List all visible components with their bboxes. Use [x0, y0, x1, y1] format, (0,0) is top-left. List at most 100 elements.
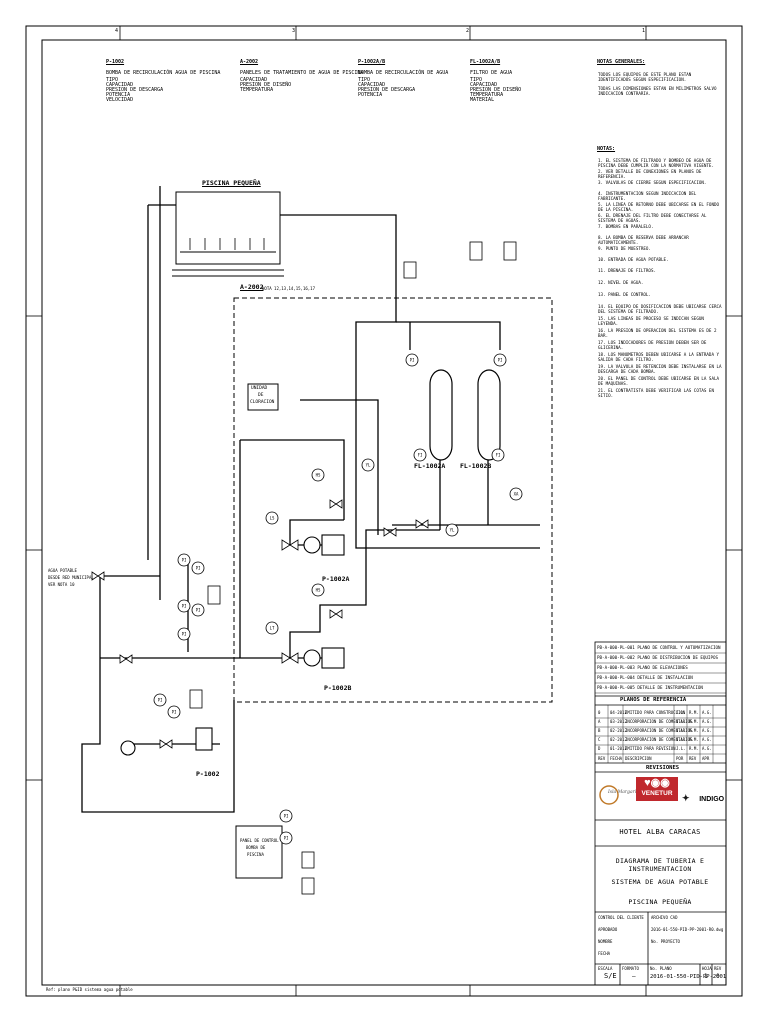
revision-cell: A.G. [702, 737, 712, 742]
border-col-3: 3 [292, 28, 296, 34]
inlet-label-1: AGUA POTABLE [48, 568, 77, 573]
ref-drawing-row: PB-A-000-PL-002 PLANO DE DISTRIBUCION DE… [597, 655, 719, 660]
panel-l1: PANEL DE CONTROL [240, 838, 279, 843]
note-item: 10. ENTRADA DE AGUA POTABLE. [598, 257, 669, 262]
title-block-frame [594, 641, 727, 986]
equipment-line: TIPO [470, 77, 483, 83]
instrument-tag: PI [158, 698, 163, 703]
revision-cell: J.L. [676, 728, 686, 733]
note-item: 2. VER DETALLE DE CONEXIONES EN PLANOS D… [598, 169, 702, 179]
indigo-mark-icon: ✦ [682, 793, 690, 803]
inlet-label-2: DESDE RED MUNICIPAL [48, 575, 94, 580]
instrument-bubble [493, 353, 507, 367]
ref-drawings-heading: PLANOS DE REFERENCIA [620, 697, 687, 703]
equipment-title: FILTRO DE AGUA [470, 70, 513, 76]
equipment-line: POTENCIA [106, 92, 131, 98]
title-field-value: 2016-01-550-PID-PP-2001-R0.dwg [651, 927, 724, 932]
revision-cell: A.G. [702, 710, 712, 715]
rev-value: 0 [716, 973, 720, 980]
equipment-line: TIPO [106, 77, 119, 83]
revision-cell: EMITIDO PARA REVISION [625, 746, 676, 751]
control-panel-box [235, 825, 283, 879]
note-item: 19. LA VALVULA DE RETENCION DEBE INSTALA… [598, 364, 722, 374]
skid-boundary [233, 297, 553, 703]
drawing-title-3: PISCINA PEQUEÑA [628, 898, 692, 906]
revision-cell: B [598, 728, 601, 733]
equipment-line: CAPACIDAD [240, 77, 268, 83]
equipment-line: PRESION DE DESCARGA [106, 87, 164, 93]
instrument-bubble [265, 511, 279, 525]
revision-col-header: REV [689, 756, 697, 761]
pool-tank [172, 191, 284, 277]
general-note: TODAS LAS DIMENSIONES ESTAN EN MILIMETRO… [598, 86, 717, 96]
filter-b-tag: FL-1002B [460, 462, 492, 470]
instrument-bubble [177, 553, 191, 567]
title-field-label: FECHA [598, 951, 611, 956]
general-note: TODOS LOS EQUIPOS DE ESTE PLANO ESTAN ID… [598, 72, 692, 82]
instrument-bubble [177, 627, 191, 641]
ref-table-grid [595, 652, 726, 694]
instrument-tag: PI [172, 710, 177, 715]
equipment-tag: P-1002A/B [358, 59, 386, 65]
revision-cell: INCORPORACION DE COMENTARIOS [625, 737, 693, 742]
instrument-bubble [311, 583, 325, 597]
note-item: 5. LA LINEA DE RETORNO DEBE UBICARSE EN … [598, 202, 720, 212]
title-field-value: ARCHIVO CAD [651, 915, 678, 920]
note-item: 1. EL SISTEMA DE FILTRADO Y BOMBEO DE AG… [598, 158, 714, 168]
instrument-bubble [405, 353, 419, 367]
instrument-tag: YL [450, 528, 455, 533]
instrument-tag: PI [196, 566, 201, 571]
dosing-unit-l1: UNIDAD [251, 386, 268, 391]
venetur-mark-icon: ♥◉◉ [644, 777, 670, 789]
note-item: 14. EL EQUIPO DE DOSIFICACION DEBE UBICA… [598, 304, 722, 314]
equipment-title: BOMBA DE RECIRCULACIÓN AGUA DE PISCINA [106, 70, 221, 76]
revision-cell: 0 [598, 710, 601, 715]
pump-b-tag: P-1002B [324, 684, 352, 692]
instrument-tag: PI [410, 358, 415, 363]
instrument-tag: PI [196, 608, 201, 613]
outer-border [25, 25, 743, 997]
equipment-line: TIPO [358, 77, 371, 83]
equipment-line: CAPACIDAD [470, 82, 498, 88]
note-item: 7. BOMBAS EN PARALELO. [598, 224, 654, 229]
venetur-logo-text: VENETUR [641, 790, 673, 797]
note-item: 13. PANEL DE CONTROL. [598, 292, 651, 297]
ref-drawing-row: PB-A-000-PL-005 DETALLE DE INSTRUMENTACI… [597, 685, 703, 690]
title-field-label: APROBADO [598, 927, 618, 932]
instrument-bubble [491, 448, 505, 462]
revision-cell: J.L. [676, 710, 686, 715]
instrument-tag: HS [316, 473, 321, 478]
revision-cell: D [598, 746, 601, 751]
instrument-bubble [191, 603, 205, 617]
panel-l3: PISCINA [247, 852, 264, 857]
revision-cell: EMITIDO PARA CONSTRUCCION [625, 710, 686, 715]
scale-label: ESCALA [598, 966, 613, 971]
pump-a-tag: P-1002A [322, 575, 350, 583]
note-item: 16. LA PRESION DE OPERACION DEL SISTEMA … [598, 328, 717, 338]
equipment-tag: A-2002 [240, 59, 259, 65]
revision-cell: J.L. [676, 746, 686, 751]
drawing-title-1: DIAGRAMA DE TUBERIA E INSTRUMENTACION [615, 857, 705, 873]
indigo-logo: ✦ INDIGO [682, 786, 724, 805]
drawing-title-2: SISTEMA DE AGUA POTABLE [611, 878, 709, 886]
dosing-unit-box [247, 383, 279, 411]
revision-col-header: POR [676, 756, 684, 761]
instrument-tag: FI [496, 453, 501, 458]
footer-note: Ref: plano P&ID sistema agua potable [46, 987, 133, 992]
instrument-tag: LT [270, 626, 275, 631]
note-item: 21. EL CONTRATISTA DEBE VERIFICAR LAS CO… [598, 388, 714, 398]
instrument-tag: FI [418, 453, 423, 458]
note-item: 18. LOS MANOMETROS DEBEN UBICARSE A LA E… [598, 352, 720, 362]
revision-cell: 01-2012 [610, 746, 627, 751]
instrument-tag: YL [366, 463, 371, 468]
equipment-line: VELOCIDAD [106, 97, 134, 103]
instrument-tag: PI [498, 358, 503, 363]
instrument-tag: HS [316, 588, 321, 593]
revision-cell: INCORPORACION DE COMENTARIOS [625, 728, 693, 733]
instrument-tag: PI [182, 558, 187, 563]
note-item: 4. INSTRUMENTACION SEGUN INDICACION DEL … [598, 191, 697, 201]
instrument-tag: PI [182, 632, 187, 637]
instrument-tag: PI [284, 836, 289, 841]
